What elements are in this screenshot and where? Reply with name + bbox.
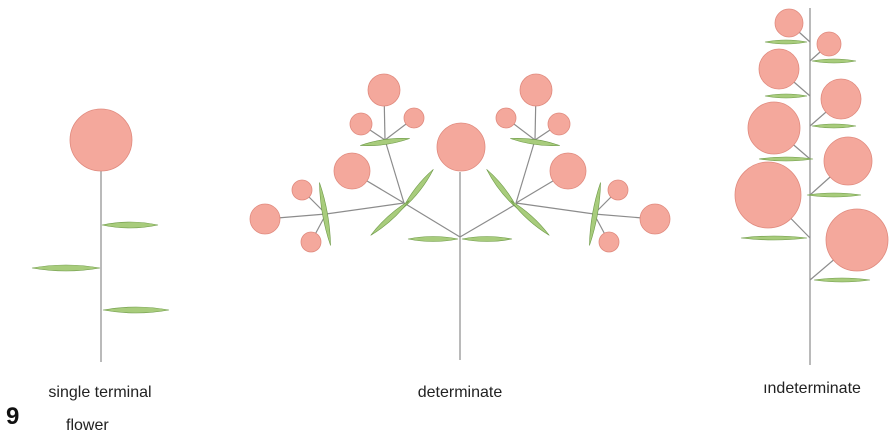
indet-leaf-left — [764, 39, 808, 45]
indet-leaf-right — [811, 123, 857, 129]
det-flower — [249, 203, 281, 235]
single-leaf-right-upper — [101, 221, 159, 229]
det-leaf — [589, 182, 601, 246]
det-stem — [384, 139, 405, 204]
det-leaf-node-left — [407, 236, 459, 242]
single-terminal-flower — [69, 108, 133, 172]
indet-leaf-right — [811, 58, 857, 64]
indet-flower-right — [823, 136, 873, 186]
indet-flower-left — [734, 161, 802, 229]
det-flower — [598, 231, 620, 253]
indet-leaf-left — [764, 93, 808, 99]
label-single-terminal: single terminal — [48, 384, 152, 401]
det-flower — [547, 112, 571, 136]
det-leaf — [486, 169, 518, 209]
det-flower — [607, 179, 629, 201]
det-flower — [300, 231, 322, 253]
det-leaf — [319, 182, 331, 246]
det-flower — [291, 179, 313, 201]
indet-flower-right — [816, 31, 842, 57]
det-flower — [495, 107, 517, 129]
det-branch-left — [403, 202, 461, 238]
indet-flower-left — [774, 8, 804, 38]
det-stem — [325, 202, 405, 215]
det-leaf — [402, 169, 434, 209]
det-leaf-node-right — [461, 236, 513, 242]
det-flower — [367, 73, 401, 107]
det-stem — [515, 202, 595, 215]
indet-leaf-right — [813, 277, 871, 283]
leaves — [31, 39, 871, 314]
det-flower — [333, 152, 371, 190]
det-leaf — [510, 138, 560, 146]
indet-flower-right — [825, 208, 889, 272]
figure-caption: flower — [66, 417, 109, 434]
indet-leaf-right — [806, 192, 862, 198]
label-determinate: determinate — [417, 384, 503, 401]
indet-leaf-left — [740, 235, 808, 241]
single-leaf-right-lower — [102, 306, 170, 314]
label-indeterminate: ındeterminate — [763, 380, 861, 397]
det-flower — [519, 73, 553, 107]
indet-leaf-left — [758, 156, 814, 162]
indet-flower-right — [820, 78, 862, 120]
det-leaf — [360, 138, 410, 146]
det-leaf — [510, 200, 550, 236]
det-flower — [549, 152, 587, 190]
det-flower — [639, 203, 671, 235]
det-leaf — [370, 200, 410, 236]
det-flower — [403, 107, 425, 129]
indet-flower-left — [747, 101, 801, 155]
flowers — [69, 8, 889, 272]
det-stem — [515, 139, 536, 204]
det-terminal-flower — [436, 122, 486, 172]
single-leaf-left — [31, 264, 101, 272]
indet-flower-left — [758, 48, 800, 90]
det-branch-right — [459, 202, 519, 238]
det-flower — [349, 112, 373, 136]
figure-number: 9 — [6, 403, 20, 430]
